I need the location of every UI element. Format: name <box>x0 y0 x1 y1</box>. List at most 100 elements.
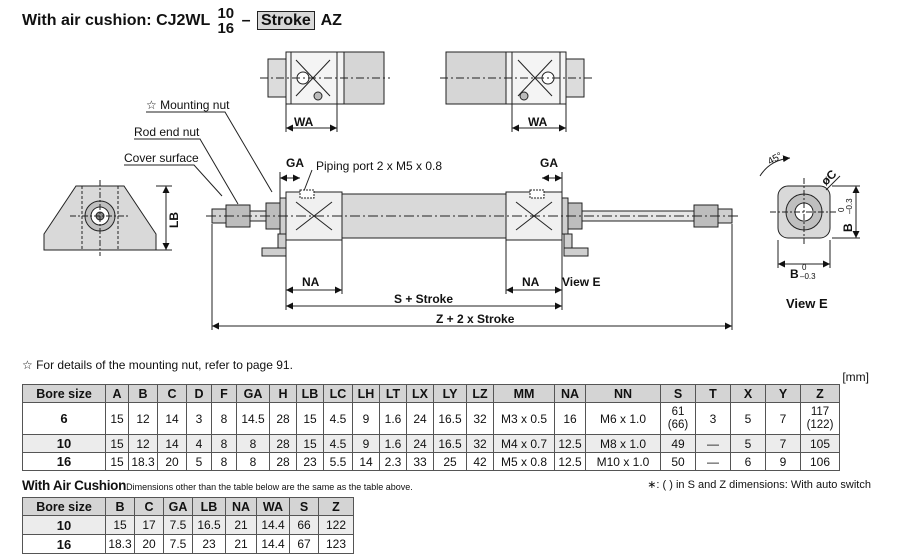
table-cell: — <box>695 452 731 471</box>
table-cell: 14.4 <box>256 534 290 554</box>
table-cell: 32 <box>466 434 494 453</box>
table-row: 16 15 18.3 20 5 8 8 28 23 5.5 14 2.3 33 … <box>22 452 840 471</box>
table-cell: 24 <box>406 434 434 453</box>
title-prefix: With air cushion: CJ2WL <box>22 12 211 30</box>
ga-label-left: GA <box>286 156 304 170</box>
bore-top: 10 <box>217 5 235 22</box>
tol-lower-horizontal: –0.3 <box>800 272 816 281</box>
table-cell: 28 <box>269 452 297 471</box>
tol-upper-vertical: 0 <box>837 207 846 212</box>
page-title: With air cushion: CJ2WL 10 16 – Stroke A… <box>22 6 342 36</box>
table-cell: 12.5 <box>554 434 586 453</box>
table-cell: 16 <box>22 452 106 471</box>
table-cell: M4 x 0.7 <box>493 434 555 453</box>
title-suffix: AZ <box>320 12 342 30</box>
table-cell: 24 <box>406 402 434 435</box>
header-cell: NA <box>554 384 586 403</box>
table-cell: M3 x 0.5 <box>493 402 555 435</box>
dimension-table: Bore size A B C D F GA H LB LC LH LT LX … <box>22 384 840 471</box>
table-cell: 14 <box>157 434 187 453</box>
table-row: 10 15 17 7.5 16.5 21 14.4 66 122 <box>22 515 354 535</box>
table-header-row: Bore size A B C D F GA H LB LC LH LT LX … <box>22 384 840 403</box>
top-detail-left <box>260 51 390 132</box>
table-cell: 1.6 <box>379 434 407 453</box>
technical-drawing: WA WA LB ☆ Mounting nut Rod end nut Cove… <box>43 51 860 330</box>
header-cell: LB <box>192 497 226 516</box>
table-row: 10 15 12 14 4 8 8 28 15 4.5 9 1.6 24 16.… <box>22 434 840 453</box>
unit-label: [mm] <box>842 370 869 384</box>
s-auto-switch-value: (66) <box>667 418 689 431</box>
header-cell: Z <box>318 497 354 516</box>
table-cell: 66 <box>289 515 319 535</box>
table-cell: 16 <box>554 402 586 435</box>
table-cell: 15 <box>105 452 129 471</box>
table-cell: 18.3 <box>128 452 158 471</box>
table-cell: 4.5 <box>323 434 353 453</box>
table-header-row: Bore size B C GA LB NA WA S Z <box>22 497 354 516</box>
s-value: 61 <box>671 405 685 418</box>
table-cell: 5.5 <box>323 452 353 471</box>
table-cell: 14 <box>352 452 380 471</box>
table-cell: 12.5 <box>554 452 586 471</box>
table-cell: 10 <box>22 515 106 535</box>
table-cell: 1.6 <box>379 402 407 435</box>
bracket-side-view <box>43 180 172 256</box>
table-cell: 42 <box>466 452 494 471</box>
header-cell: GA <box>236 384 270 403</box>
stroke-box: Stroke <box>256 11 315 31</box>
phi-c-label: øC <box>818 167 839 188</box>
header-cell: LZ <box>466 384 494 403</box>
table-cell: 5 <box>730 402 766 435</box>
table-cell: 49 <box>660 434 696 453</box>
header-cell: LX <box>406 384 434 403</box>
mounting-nut-note: ☆ For details of the mounting nut, refer… <box>22 358 293 372</box>
table-cell: 23 <box>192 534 226 554</box>
table-row: 16 18.3 20 7.5 23 21 14.4 67 123 <box>22 534 354 554</box>
table-cell: 9 <box>352 402 380 435</box>
rod-end-nut-label: Rod end nut <box>134 125 200 139</box>
table-cell: 8 <box>211 434 237 453</box>
table-cell: 50 <box>660 452 696 471</box>
header-cell: H <box>269 384 297 403</box>
s-stroke-label: S + Stroke <box>394 292 453 306</box>
table-cell: M10 x 1.0 <box>585 452 661 471</box>
z-stroke-label: Z + 2 x Stroke <box>436 312 515 326</box>
title-dash: – <box>241 12 251 30</box>
table-cell: 18.3 <box>105 534 135 554</box>
table-cell: 4.5 <box>323 402 353 435</box>
header-cell: NA <box>225 497 257 516</box>
mounting-nut-label: ☆ Mounting nut <box>146 98 230 112</box>
table-cell: 14.5 <box>236 402 270 435</box>
table-cell: 7.5 <box>163 534 193 554</box>
cushion-title: With Air Cushion <box>22 478 127 493</box>
cover-surface-label: Cover surface <box>124 151 199 165</box>
table-cell: 5 <box>730 434 766 453</box>
table-cell: 28 <box>269 402 297 435</box>
z-value: 117 <box>810 405 830 418</box>
table-cell: 122 <box>318 515 354 535</box>
header-cell: D <box>186 384 212 403</box>
header-cell: A <box>105 384 129 403</box>
na-label-left: NA <box>302 275 320 289</box>
table-cell: 15 <box>296 402 324 435</box>
header-cell: WA <box>256 497 290 516</box>
header-cell: NN <box>585 384 661 403</box>
header-cell: GA <box>163 497 193 516</box>
view-e-drawing <box>759 155 860 268</box>
table-cell: 15 <box>105 402 129 435</box>
top-detail-right <box>440 51 595 132</box>
table-cell: 28 <box>269 434 297 453</box>
table-cell: 4 <box>186 434 212 453</box>
header-cell: B <box>128 384 158 403</box>
table-cell: M5 x 0.8 <box>493 452 555 471</box>
table-cell: 14 <box>157 402 187 435</box>
b-label-horizontal: B <box>790 267 799 281</box>
cylinder-body <box>206 172 740 257</box>
header-cell: B <box>105 497 135 516</box>
table-cell: 3 <box>186 402 212 435</box>
wa-label-left: WA <box>294 115 314 129</box>
table-cell: 67 <box>289 534 319 554</box>
table-cell: 16 <box>22 534 106 554</box>
header-cell: S <box>660 384 696 403</box>
table-cell: 25 <box>433 452 467 471</box>
